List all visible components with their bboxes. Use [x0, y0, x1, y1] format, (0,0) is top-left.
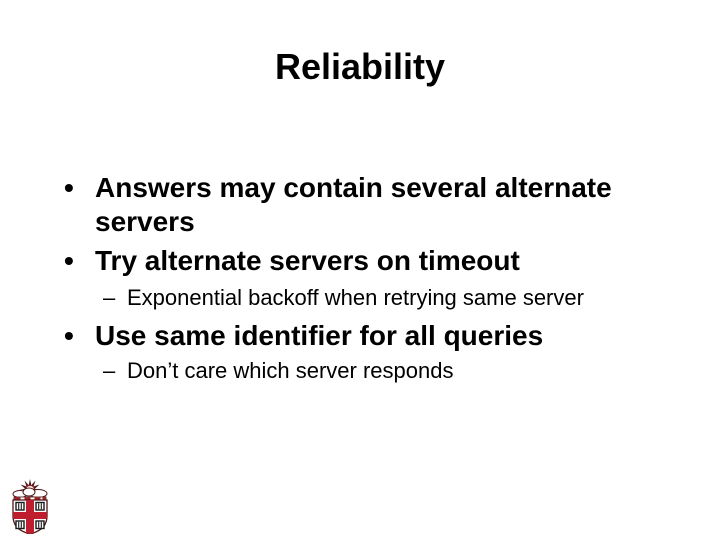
brown-university-crest-logo	[10, 476, 50, 535]
bullet-text: Try alternate servers on timeout	[95, 245, 520, 276]
sub-bullet-text: Don’t care which server responds	[127, 358, 454, 383]
bullet-item: • Answers may contain several alternate …	[64, 171, 645, 239]
clouds-shape	[12, 487, 48, 498]
crest-icon	[12, 479, 48, 535]
bullet-text: Use same identifier for all queries	[95, 320, 544, 351]
bullet-dot-marker: •	[64, 172, 74, 203]
red-cross-shape	[13, 500, 47, 534]
dash-marker: –	[103, 358, 116, 383]
dash-marker: –	[103, 285, 116, 310]
bullet-dot-marker: •	[64, 320, 74, 351]
bullet-dot-marker: •	[64, 245, 74, 276]
sub-bullet-item: – Don’t care which server responds	[103, 357, 687, 384]
bullet-item: • Use same identifier for all queries	[64, 319, 645, 353]
bullet-text: Answers may contain several alternate se…	[95, 172, 612, 237]
sub-bullet-item: – Exponential backoff when retrying same…	[103, 284, 687, 311]
sun-rays-shape	[19, 479, 41, 490]
slide-title: Reliability	[274, 46, 446, 87]
sub-bullet-text: Exponential backoff when retrying same s…	[127, 285, 584, 310]
bullet-item: • Try alternate servers on timeout	[64, 244, 645, 278]
